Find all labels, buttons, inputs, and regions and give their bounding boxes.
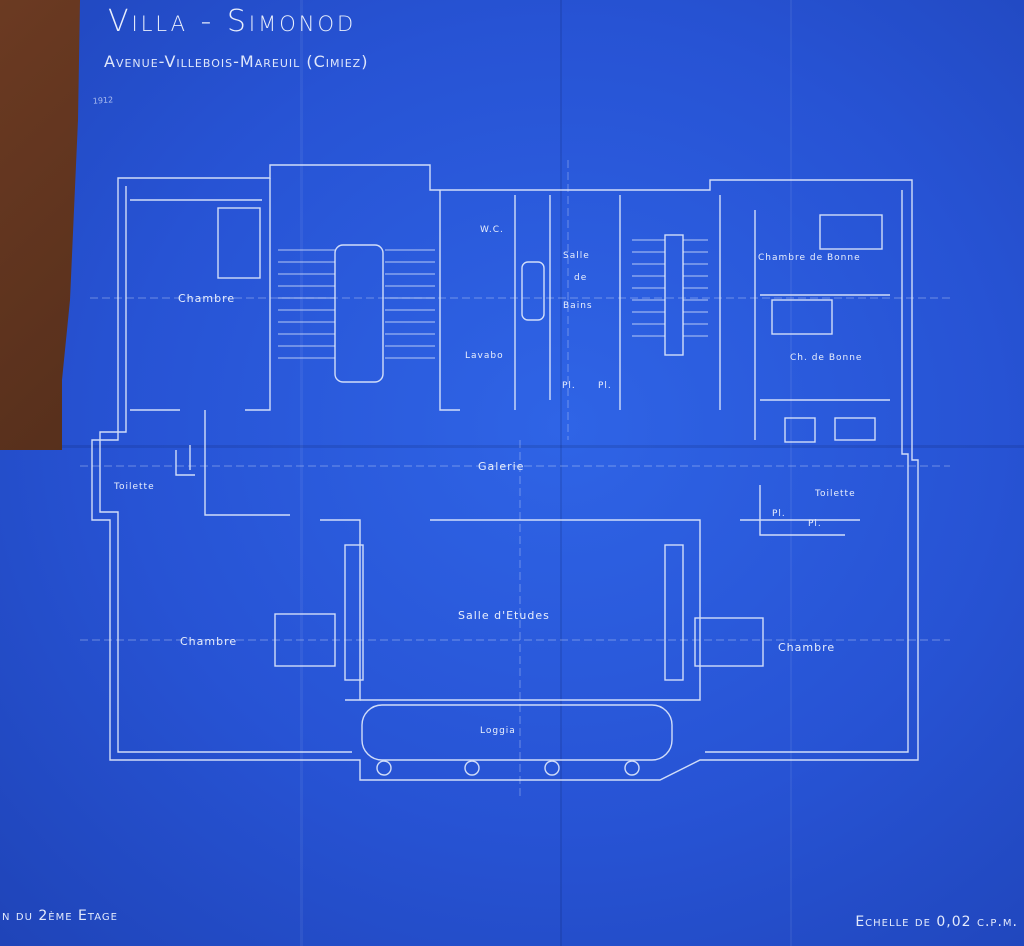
fold-line-vertical xyxy=(300,0,303,946)
room-label-chambre-sw: Chambre xyxy=(180,635,237,648)
room-label-lavabo: Lavabo xyxy=(465,351,504,361)
room-label-pl: Pl. xyxy=(772,509,786,519)
room-label-salle-bains-line2: de xyxy=(574,273,587,283)
room-label-toilette-w: Toilette xyxy=(113,482,155,492)
room-label-wc: W.C. xyxy=(480,225,504,235)
room-label-chambre-se: Chambre xyxy=(778,641,835,654)
stair-treads xyxy=(278,239,708,359)
sheet-subtitle: Avenue-Villebois-Mareuil (Cimiez) xyxy=(104,52,369,71)
scale-note: Echelle de 0,02 c.p.m. xyxy=(855,914,1018,930)
fold-line-vertical xyxy=(790,0,792,946)
room-label-pl: Pl. xyxy=(598,381,612,391)
room-label-loggia: Loggia xyxy=(480,726,516,736)
room-label-salle-bains-line3: Bains xyxy=(563,301,593,311)
plan-title: n du 2ème Etage xyxy=(2,908,118,924)
axis-lines xyxy=(80,160,950,800)
room-label-chambre-nw: Chambre xyxy=(178,292,235,305)
fold-line-horizontal xyxy=(0,445,1024,448)
sheet-title: Villa - Simonod xyxy=(108,4,357,39)
room-label-toilette-e: Toilette xyxy=(814,489,856,499)
room-label-pl: Pl. xyxy=(808,519,822,529)
room-label-chambre-bonne: Chambre de Bonne xyxy=(758,253,861,263)
fold-line-vertical xyxy=(560,0,562,946)
room-label-salle-bains-line1: Salle xyxy=(563,251,590,261)
room-label-pl: Pl. xyxy=(562,381,576,391)
room-label-galerie: Galerie xyxy=(478,460,524,473)
room-label-salle-etudes: Salle d'Etudes xyxy=(458,609,550,622)
room-label-ch-bonne: Ch. de Bonne xyxy=(790,353,862,363)
